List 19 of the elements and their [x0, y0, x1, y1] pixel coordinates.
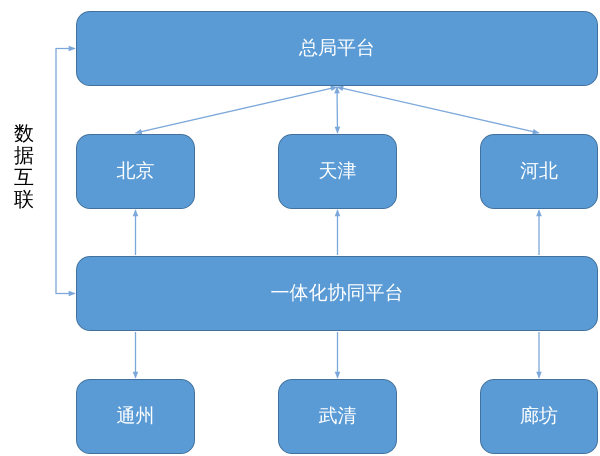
process-box: 河北 — [480, 134, 598, 209]
arrow — [536, 332, 542, 379]
arrow — [132, 209, 138, 255]
arrow — [334, 209, 340, 255]
process-box: 一体化协同平台 — [76, 256, 598, 331]
process-box: 通州 — [76, 379, 195, 454]
arrow — [134, 86, 338, 134]
process-box: 廊坊 — [480, 379, 598, 454]
process-box: 武清 — [278, 379, 397, 454]
process-box: 总局平台 — [76, 11, 598, 86]
process-box: 天津 — [278, 134, 397, 209]
edge-label: 数据互联 — [14, 122, 34, 210]
arrow — [132, 332, 138, 379]
arrow — [334, 332, 340, 379]
arrow — [536, 209, 542, 255]
arrow — [55, 46, 76, 296]
process-box: 北京 — [76, 134, 195, 209]
arrow — [334, 86, 340, 134]
arrow — [336, 86, 540, 134]
